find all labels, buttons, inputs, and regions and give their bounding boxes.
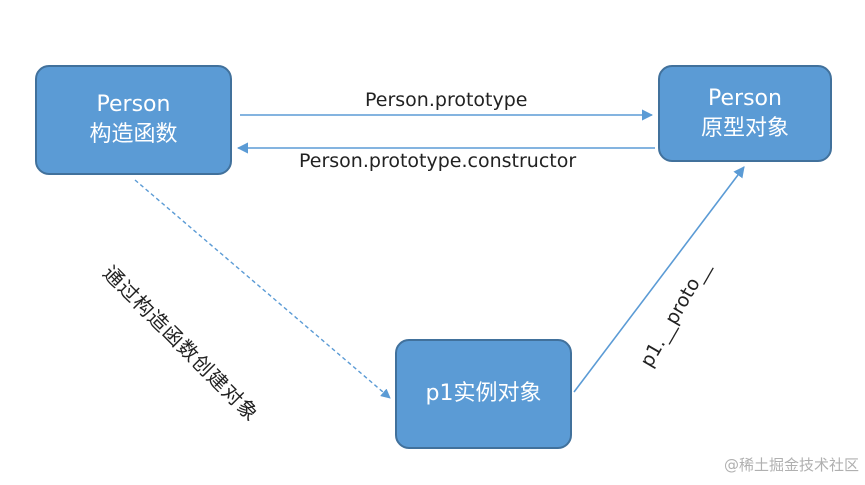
- constructor-node: Person 构造函数: [35, 65, 232, 175]
- instance-node: p1实例对象: [395, 339, 572, 449]
- prototype-node-caption: 原型对象: [700, 115, 789, 141]
- prototype-node-name: Person: [708, 85, 782, 111]
- constructor-edge-label: Person.prototype.constructor: [299, 150, 577, 172]
- constructor-node-caption: 构造函数: [89, 122, 178, 147]
- watermark: @稀土掘金技术社区: [723, 456, 859, 474]
- create-arrow: [134, 179, 391, 399]
- proto-arrow: [573, 166, 745, 393]
- prototype-edge-label: Person.prototype: [365, 89, 528, 111]
- constructor-node-name: Person: [96, 92, 171, 118]
- instance-node-label: p1实例对象: [425, 381, 542, 407]
- prototype-node: Person 原型对象: [658, 65, 832, 162]
